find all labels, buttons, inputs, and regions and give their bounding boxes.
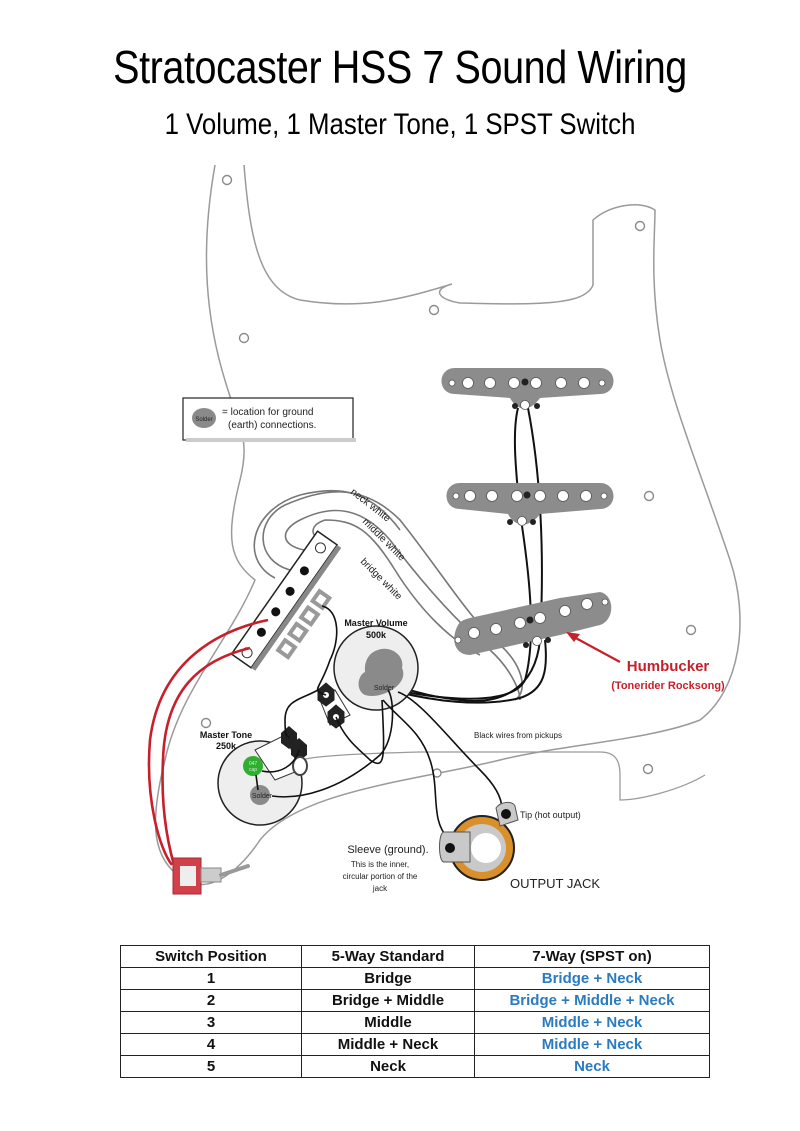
cell-position: 2 [120,989,302,1012]
cell-position: 5 [120,1055,302,1078]
jack-sleeve-label: Sleeve (ground). [347,844,428,856]
table-row: 2 Bridge + Middle Bridge + Middle + Neck [120,989,710,1012]
legend-solder-label: Solder [195,417,212,423]
cell-position: 1 [120,967,302,990]
cell-standard: Middle [301,1011,475,1034]
solder-badge-icon [192,408,216,428]
output-jack-label: OUTPUT JACK [510,876,600,891]
ground-legend: Solder = location for ground (earth) con… [182,397,356,442]
cell-spst-on: Neck [474,1055,710,1078]
table-row: 4 Middle + Neck Middle + Neck [120,1033,710,1056]
humbucker-callout: Humbucker (Tonerider Rocksong) [566,632,725,692]
table-row: 5 Neck Neck [120,1055,710,1078]
middle-pickup [446,483,614,526]
volume-solder-label: Solder [374,685,395,692]
bridge-humbucker [454,592,612,655]
header-5-way: 5-Way Standard [301,945,475,968]
table-header-row: Switch Position 5-Way Standard 7-Way (SP… [120,945,710,968]
pickguard-lower-cutout [289,751,706,801]
volume-pot-value: 500k [366,630,387,640]
humbucker-label: Humbucker [627,658,710,675]
wire-label-bridge: bridge white [358,556,404,602]
jack-sleeve-note-1: This is the inner, [351,860,409,869]
pickguard-outline [154,164,741,886]
cell-standard: Neck [301,1055,475,1078]
white-pickup-wires [253,489,524,701]
page-subtitle: 1 Volume, 1 Master Tone, 1 SPST Switch [164,108,636,141]
header-switch-position: Switch Position [120,945,302,968]
black-internal-wires [255,605,503,839]
volume-pot-name: Master Volume [344,618,407,628]
tone-cap-label-2: cap [249,767,257,773]
cell-standard: Middle + Neck [301,1033,475,1056]
humbucker-model-label: (Tonerider Rocksong) [611,680,725,692]
tone-cap-label-1: 047 [249,761,258,767]
wiring-diagram: Solder = location for ground (earth) con… [147,164,741,895]
legend-text-line2: (earth) connections. [228,420,316,431]
neck-pickup [441,368,614,410]
cell-position: 4 [120,1033,302,1056]
legend-text-line1: = location for ground [222,407,313,418]
volume-pot: Solder Master Volume 500k [317,618,419,729]
tone-pot: 047 cap Solder Master Tone 250k [200,726,308,826]
spst-red-wires [147,618,269,879]
table-row: 3 Middle Middle + Neck [120,1011,710,1034]
tone-solder-label: Solder [252,793,273,800]
black-wires-label: Black wires from pickups [474,731,562,740]
tone-pot-name: Master Tone [200,730,252,740]
page-title: Stratocaster HSS 7 Sound Wiring [113,41,687,93]
jack-tip-label: Tip (hot output) [520,810,581,820]
cell-spst-on: Middle + Neck [474,1033,710,1056]
cell-spst-on: Middle + Neck [474,1011,710,1034]
tone-pot-value: 250k [216,741,237,751]
cell-standard: Bridge [301,967,475,990]
switch-position-table: Switch Position 5-Way Standard 7-Way (SP… [120,945,710,1078]
cell-standard: Bridge + Middle [301,989,475,1012]
five-way-switch [230,530,342,671]
table-row: 1 Bridge Bridge + Neck [120,967,710,990]
cell-position: 3 [120,1011,302,1034]
output-jack: Tip (hot output) Sleeve (ground). This i… [343,801,600,893]
jack-sleeve-note-3: jack [372,884,388,893]
jack-sleeve-note-2: circular portion of the [343,872,418,881]
cell-spst-on: Bridge + Middle + Neck [474,989,710,1012]
spst-toggle-switch [172,857,250,895]
header-7-way: 7-Way (SPST on) [474,945,710,968]
cell-spst-on: Bridge + Neck [474,967,710,990]
